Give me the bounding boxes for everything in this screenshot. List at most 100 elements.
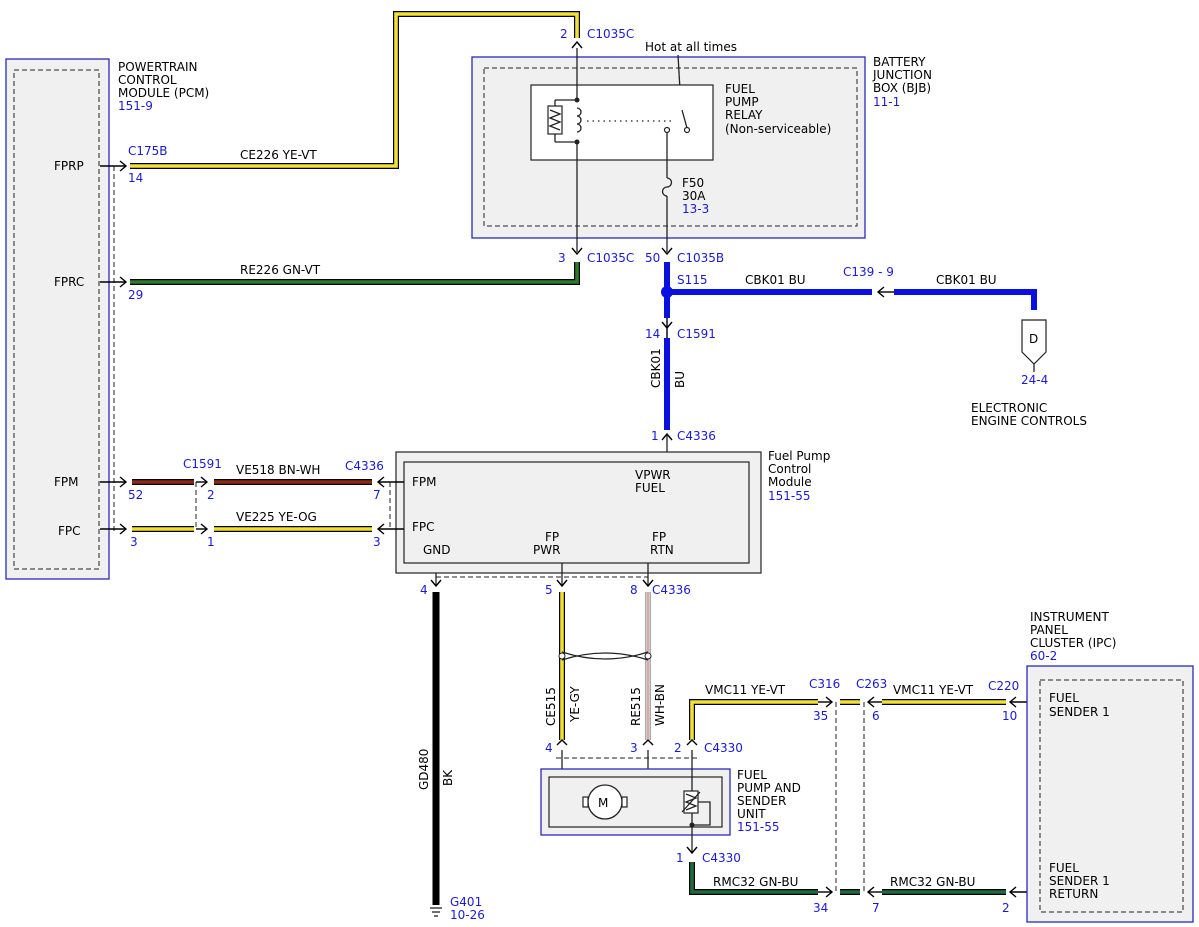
- relay-switch-icon: [683, 126, 691, 134]
- bjb-ref: 11-1: [873, 95, 900, 109]
- fpcm-title-line2: Control: [768, 462, 811, 476]
- connector-c4336-fpm: C4336: [345, 459, 384, 473]
- ipc-pin-return-line2: SENDER 1: [1049, 874, 1110, 888]
- fpcm-pin-fppwr-line1: FP: [545, 530, 559, 544]
- fpcm-pin-fpc: FPC: [412, 520, 435, 534]
- connector-c4336-top: C4336: [677, 429, 716, 443]
- connector-c139: C139 - 9: [843, 265, 894, 279]
- wire-ce515-color: YE-GY: [568, 686, 582, 723]
- eec-connector-icon: [1021, 319, 1047, 365]
- connector-c316-top: C316: [809, 677, 840, 691]
- wire-gd480-id: GD480: [417, 749, 431, 790]
- pin-6-c263: 6: [872, 709, 880, 723]
- pin-1-c1591: 1: [207, 535, 215, 549]
- wire-ve518-label: VE518 BN-WH: [236, 463, 320, 477]
- connector-c1035c-bottom: C1035C: [587, 251, 634, 265]
- wire-cbk01-label-left: CBK01 BU: [745, 273, 806, 287]
- fuse-rating: 30A: [682, 189, 706, 203]
- bjb-title-line1: BATTERY: [873, 55, 926, 69]
- fpcm-pin-vpwr-line1: VPWR: [635, 468, 671, 482]
- pcm-pin-fprp: FPRP: [54, 159, 84, 173]
- fuse-f50: F50 30A 13-3: [661, 133, 709, 252]
- pin-52-pcm: 52: [128, 488, 143, 502]
- fpcm-pin-fprtn-line1: FP: [652, 530, 666, 544]
- fuel-pump-sender-unit: FUEL PUMP AND SENDER UNIT 151-55 M: [540, 750, 801, 848]
- pin-3-c1035c: 3: [558, 251, 566, 265]
- pin-2-c1035c: 2: [560, 27, 568, 41]
- ipc-pin-return-line3: RETURN: [1049, 887, 1098, 901]
- pin-4-c4330: 4: [545, 741, 553, 755]
- fuse-icon: [661, 177, 673, 197]
- fpcm-ref: 151-55: [768, 489, 811, 503]
- wire-re515-color: WH-BN: [653, 684, 667, 726]
- hot-at-all-times-label: Hot at all times: [645, 40, 737, 54]
- wire-re515: 8 C4336 RE515 WH-BN 3: [625, 563, 691, 801]
- wire-rmc32-label-right: RMC32 GN-BU: [890, 875, 975, 889]
- pin-3-c4330: 3: [630, 741, 638, 755]
- wire-gd480-color: BK: [441, 769, 455, 786]
- pin-2-c4330: 2: [674, 741, 682, 755]
- pin-7-c4336: 7: [373, 488, 381, 502]
- connector-c220: C220: [988, 679, 1019, 693]
- connector-c175b: C175B: [128, 144, 168, 158]
- ipc-title-line2: PANEL: [1030, 623, 1068, 637]
- wire-ce226: CE226 YE-VT C175B 14 2 C1035C: [100, 11, 634, 252]
- pin-2-c1591: 2: [207, 488, 215, 502]
- connector-c1591-left: C1591: [183, 457, 222, 471]
- pcm-title-line2: CONTROL: [118, 73, 177, 87]
- pcm-title-line1: POWERTRAIN: [118, 60, 198, 74]
- connector-c4330-bottom: C4330: [702, 851, 741, 865]
- wire-ce515-id: CE515: [544, 687, 558, 726]
- pin-10-c220: 10: [1002, 709, 1017, 723]
- relay-label-line4: (Non-serviceable): [725, 122, 831, 136]
- motor-label: M: [598, 796, 608, 810]
- electronic-engine-controls: D 24-4 ELECTRONIC ENGINE CONTROLS: [971, 319, 1087, 428]
- eec-ref: 24-4: [1021, 373, 1048, 387]
- fuel-pump-relay: FUEL PUMP RELAY (Non-serviceable): [530, 82, 831, 161]
- splice-s115-label: S115: [677, 273, 708, 287]
- connector-c4330-top: C4330: [704, 741, 743, 755]
- fuse-ref: 13-3: [682, 202, 709, 216]
- fpsu-title-line2: PUMP AND: [737, 781, 801, 795]
- eec-symbol: D: [1029, 332, 1038, 346]
- connector-c4336-bottom: C4336: [652, 583, 691, 597]
- wire-ve518: C1591 VE518 BN-WH C4336 52 2 7: [100, 457, 404, 502]
- wire-re226-label: RE226 GN-VT: [240, 263, 321, 277]
- instrument-panel-cluster: INSTRUMENT PANEL CLUSTER (IPC) 60-2 FUEL…: [1026, 610, 1194, 923]
- ipc-title-line3: CLUSTER (IPC): [1030, 636, 1116, 650]
- pin-1-c4336: 1: [651, 429, 659, 443]
- fpsu-title-line3: SENDER: [737, 794, 786, 808]
- pcm-module: POWERTRAIN CONTROL MODULE (PCM) 151-9 FP…: [5, 58, 209, 580]
- fpsu-title-line4: UNIT: [737, 807, 766, 821]
- pcm-pin-fprc: FPRC: [54, 275, 84, 289]
- ipc-pin-return-line1: FUEL: [1049, 861, 1079, 875]
- wire-re226: RE226 GN-VT 29 3 C1035C: [100, 247, 634, 302]
- wire-ce226-label: CE226 YE-VT: [240, 148, 317, 162]
- fpcm-pin-vpwr-line2: FUEL: [635, 481, 665, 495]
- wire-ve225-label: VE225 YE-OG: [236, 510, 317, 524]
- ground-ref: 10-26: [450, 908, 485, 922]
- connector-c263-top: C263: [856, 677, 887, 691]
- fpcm-pin-fppwr-line2: PWR: [533, 543, 560, 557]
- connector-c1035b: C1035B: [677, 251, 724, 265]
- wire-ve225: VE225 YE-OG 3 1 3: [100, 482, 404, 549]
- wire-re515-id: RE515: [629, 687, 643, 726]
- pin-7-c263: 7: [872, 901, 880, 915]
- pcm-ref: 151-9: [118, 99, 153, 113]
- bjb-title-line3: BOX (BJB): [873, 81, 931, 95]
- pin-3-c4336: 3: [373, 535, 381, 549]
- relay-label-line3: RELAY: [725, 108, 763, 122]
- fpcm-pin-fpm: FPM: [412, 475, 437, 489]
- wire-cbk01: 50 C1035B S115 CBK01 BU C139 - 9 CBK01 B…: [645, 247, 1037, 462]
- fuel-pump-control-module: Fuel Pump Control Module 151-55 FPM FPC …: [395, 449, 830, 574]
- ipc-pin-sender1-line1: FUEL: [1049, 691, 1079, 705]
- splice-s115: [661, 286, 673, 298]
- fpcm-pin-fprtn-line2: RTN: [650, 543, 674, 557]
- pin-3-pcm: 3: [130, 535, 138, 549]
- fpcm-pin-gnd: GND: [423, 543, 451, 557]
- bjb-title-line2: JUNCTION: [872, 68, 932, 82]
- ipc-pin-sender1-line2: SENDER 1: [1049, 705, 1110, 719]
- pin-4-c4336: 4: [420, 583, 428, 597]
- pin-29-pcm: 29: [128, 288, 143, 302]
